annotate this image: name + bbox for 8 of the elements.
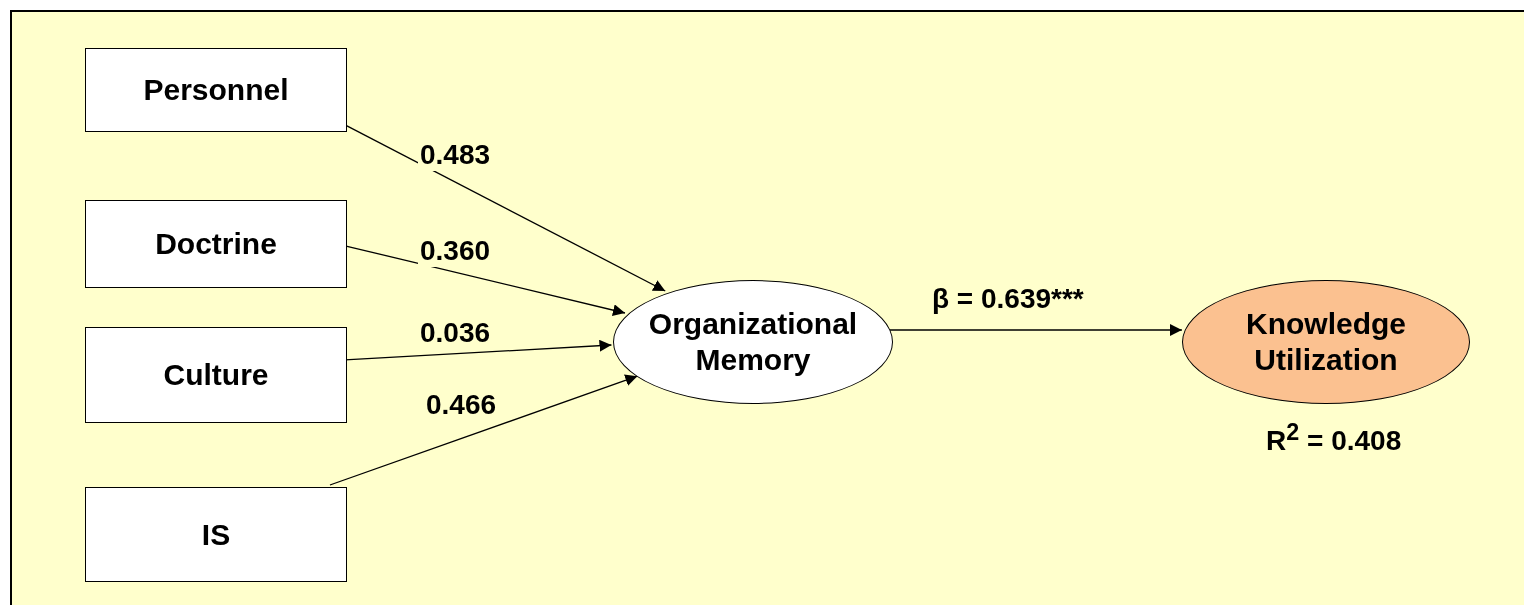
construct-box: IS (85, 487, 347, 582)
construct-ellipse: Organizational Memory (613, 280, 893, 404)
construct-box: Doctrine (85, 200, 347, 288)
r-squared-label: R$^{2}$ = 0.408 (1265, 420, 1403, 458)
construct-ellipse: Knowledge Utilization (1182, 280, 1470, 404)
arrow (329, 374, 638, 486)
construct-box: Culture (85, 327, 347, 423)
construct-box: Personnel (85, 48, 347, 132)
